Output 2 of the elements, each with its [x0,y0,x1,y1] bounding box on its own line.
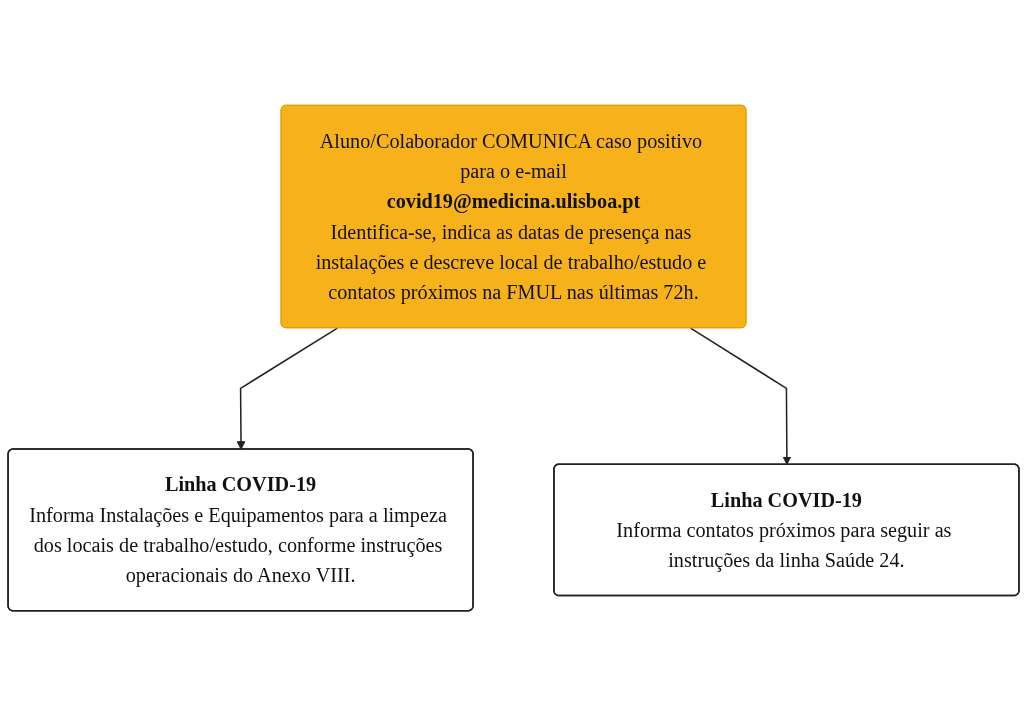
arrow [236,327,339,450]
arrow [689,327,792,466]
